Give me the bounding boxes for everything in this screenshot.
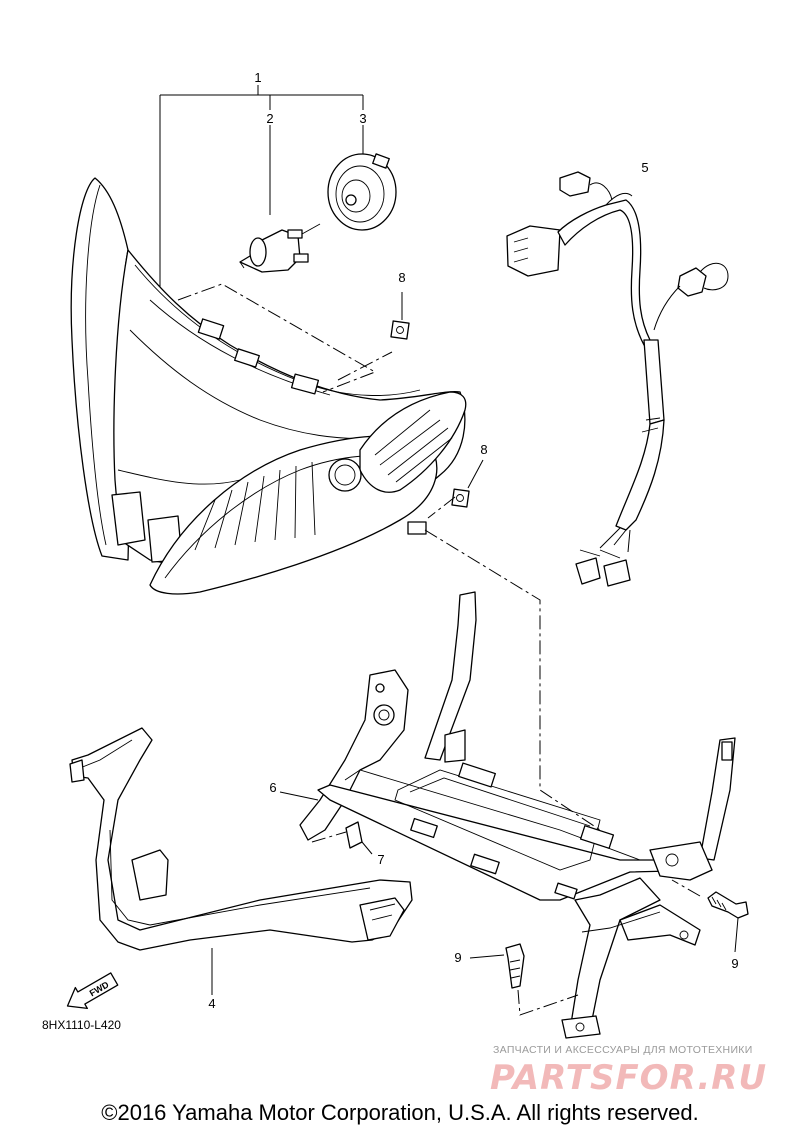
callout-6: 6: [269, 780, 276, 795]
bolt-right: [707, 891, 749, 953]
nut-clip-lower: [451, 459, 484, 508]
diagram-code: 8HX1110-L420: [42, 1018, 121, 1032]
exploded-parts-diagram: FWD 1 2 3 4 5 6 7 8 8 9 9: [66, 70, 749, 1039]
callout-9-right: 9: [731, 956, 738, 971]
callout-5: 5: [641, 160, 648, 175]
callout-9-left: 9: [454, 950, 461, 965]
watermark-logo: PARTSFOR.RU: [490, 1058, 768, 1098]
headlight-bulb: [239, 196, 359, 273]
copyright-notice: ©2016 Yamaha Motor Corporation, U.S.A. A…: [101, 1100, 699, 1125]
callout-2: 2: [266, 111, 273, 126]
headlight-stay: [299, 591, 736, 1039]
callout-7: 7: [377, 852, 384, 867]
callout-4: 4: [208, 996, 215, 1011]
bulb-cover: [327, 153, 397, 231]
callout-8-upper: 8: [398, 270, 405, 285]
bolt-left: [469, 943, 525, 989]
headlight-assembly: [70, 177, 467, 595]
callout-bracket-1: [159, 85, 364, 290]
callout-3: 3: [359, 111, 366, 126]
watermark-tagline: ЗАПЧАСТИ И АКСЕССУАРЫ ДЛЯ МОТОТЕХНИКИ: [493, 1044, 753, 1056]
callout-1: 1: [254, 70, 261, 85]
callout-8-lower: 8: [480, 442, 487, 457]
cowl-bracket: [69, 727, 413, 951]
fwd-arrow-icon: FWD: [66, 972, 119, 1010]
damper-pad: [345, 821, 373, 855]
nut-clip-upper: [390, 292, 410, 340]
wire-harness: [506, 171, 729, 587]
